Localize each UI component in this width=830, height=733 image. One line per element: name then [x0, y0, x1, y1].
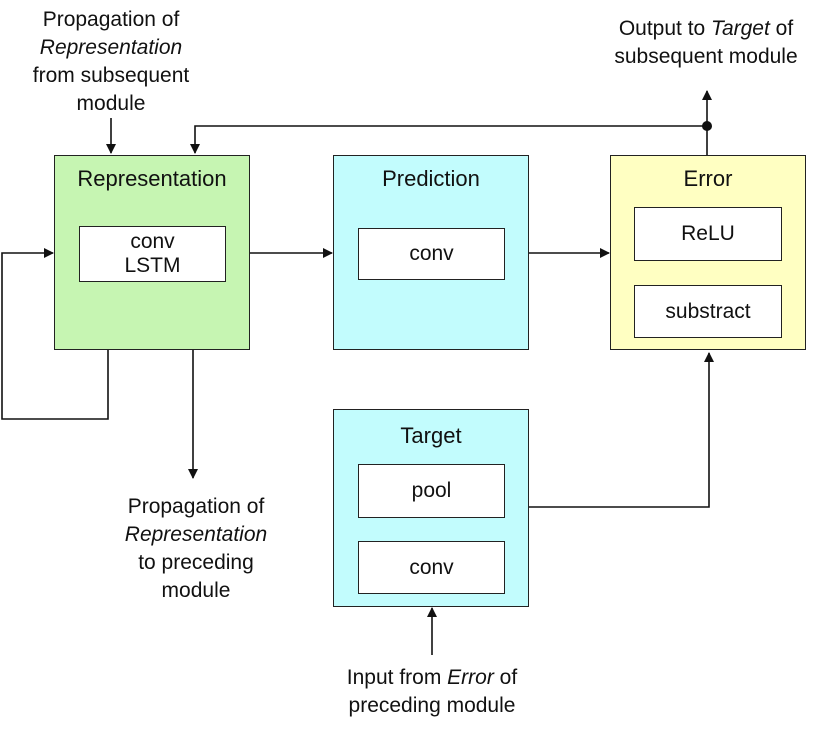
target-conv-block: conv	[358, 541, 505, 594]
arrow-target-to-error	[529, 352, 714, 508]
label-output-to-target: Output to Target of subsequent module	[614, 17, 798, 68]
representation-title: Representation	[77, 166, 227, 191]
relu-block: ReLU	[634, 207, 782, 261]
label-input-from-error: Input from Error of preceding module	[346, 666, 518, 717]
prediction-conv-block: conv	[358, 228, 505, 280]
junction-dot	[702, 121, 712, 131]
prediction-module: Prediction conv	[333, 155, 529, 350]
representation-module: Representation conv LSTM	[54, 155, 250, 350]
error-title: Error	[683, 166, 733, 191]
label-propagation-from-subsequent: Propagation of Representation from subse…	[32, 8, 190, 115]
target-title: Target	[400, 423, 462, 448]
pool-block: pool	[358, 464, 505, 518]
error-module: Error ReLU substract	[610, 155, 806, 350]
prediction-title: Prediction	[382, 166, 480, 191]
label-propagation-to-preceding: Propagation of Representation to precedi…	[124, 495, 268, 602]
target-module: Target pool conv	[333, 409, 529, 607]
conv-label: conv	[130, 230, 175, 253]
arrow-recurrent-loop	[1, 248, 109, 420]
lstm-label: LSTM	[124, 254, 181, 277]
arrow-error-to-representation	[190, 125, 708, 155]
substract-block: substract	[634, 285, 782, 338]
conv-lstm-block: conv LSTM	[79, 226, 226, 282]
